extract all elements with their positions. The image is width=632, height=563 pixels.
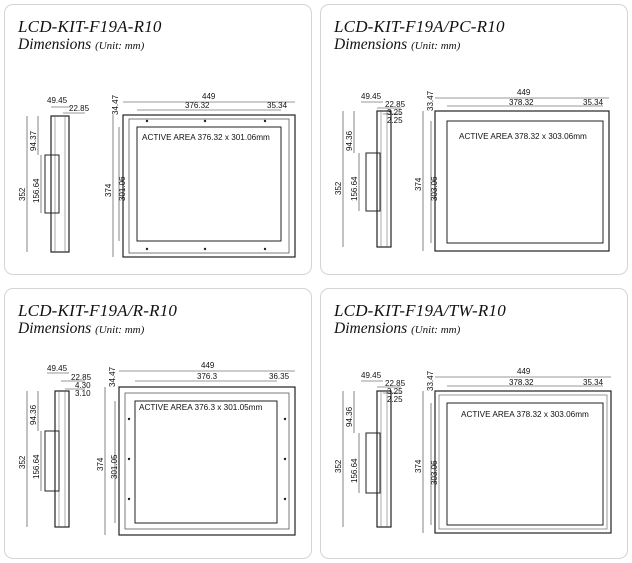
dim-upper: 94.36 xyxy=(29,404,38,425)
dim-active-width: 378.32 xyxy=(509,98,534,107)
dimensions-heading: Dimensions (Unit: mm) xyxy=(18,36,145,53)
dim-top-gap: 34.47 xyxy=(111,94,120,115)
dim-bracket: 156.64 xyxy=(350,176,359,201)
dim-total-height: 352 xyxy=(18,187,27,201)
dim-total-height: 352 xyxy=(18,455,27,469)
dim-top-gap: 33.47 xyxy=(426,370,435,391)
dim-upper: 94.37 xyxy=(29,130,38,151)
dim-active-width: 376.32 xyxy=(185,101,210,110)
dimension-drawing: 49.45 22.85 3.25 2.25 94.36 352 156.64 4… xyxy=(334,88,610,252)
dim-small-2: 3.10 xyxy=(75,389,91,398)
dim-upper: 94.36 xyxy=(345,130,354,151)
dim-small-1: 4.30 xyxy=(75,381,91,390)
model-title: LCD-KIT-F19A/R-R10 xyxy=(18,301,178,320)
dim-top-gap: 33.47 xyxy=(426,90,435,111)
dim-bracket: 156.64 xyxy=(350,458,359,483)
dimensions-heading: Dimensions (Unit: mm) xyxy=(334,36,461,53)
active-area-label: ACTIVE AREA 378.32 x 303.06mm xyxy=(461,410,589,419)
dim-total-height: 352 xyxy=(334,459,343,473)
dim-active-height: 303.06 xyxy=(430,176,439,201)
panel-lcd-kit-f19a-pc-r10: LCD-KIT-F19A/PC-R10 Dimensions (Unit: mm… xyxy=(320,4,628,275)
dim-front-width: 449 xyxy=(517,88,531,97)
dim-active-width: 376.3 xyxy=(197,372,218,381)
dim-offset-top: 22.85 xyxy=(71,373,92,382)
dim-front-height: 374 xyxy=(96,457,105,471)
dim-active-width: 378.32 xyxy=(509,378,534,387)
dim-small-2: 2.25 xyxy=(387,395,403,404)
dim-upper: 94.36 xyxy=(345,406,354,427)
dim-right-gap: 36.35 xyxy=(269,372,290,381)
dim-small-1: 3.25 xyxy=(387,387,403,396)
dim-front-width: 449 xyxy=(201,361,215,370)
dimension-drawing: 49.45 22.85 4.30 3.10 94.36 352 156.64 4… xyxy=(18,361,296,536)
front-view xyxy=(104,370,296,536)
dim-active-height: 301.05 xyxy=(110,454,119,479)
dim-width-top: 49.45 xyxy=(361,92,382,101)
dim-top-gap: 34.47 xyxy=(108,366,117,387)
front-view xyxy=(112,101,296,258)
dim-small-1: 3.25 xyxy=(387,108,403,117)
panel-lcd-kit-f19a-r-r10: LCD-KIT-F19A/R-R10 Dimensions (Unit: mm)… xyxy=(4,288,312,559)
dim-width-top: 49.45 xyxy=(47,364,68,373)
dimension-drawing: 49.45 22.85 94.37 352 156.64 449 376.32 … xyxy=(18,92,296,258)
side-view xyxy=(26,106,85,253)
active-area-label: ACTIVE AREA 376.32 x 301.06mm xyxy=(142,133,270,142)
dim-right-gap: 35.34 xyxy=(583,98,604,107)
dim-front-width: 449 xyxy=(202,92,216,101)
side-view xyxy=(26,372,85,528)
front-view xyxy=(422,376,612,534)
dim-front-width: 449 xyxy=(517,367,531,376)
front-view xyxy=(422,97,610,252)
dim-front-height: 374 xyxy=(414,459,423,473)
dimensions-heading: Dimensions (Unit: mm) xyxy=(18,320,145,337)
dim-offset-top: 22.85 xyxy=(385,379,406,388)
model-title: LCD-KIT-F19A/PC-R10 xyxy=(334,17,505,36)
dim-bracket: 156.64 xyxy=(32,178,41,203)
dim-width-top: 49.45 xyxy=(361,371,382,380)
dim-total-height: 352 xyxy=(334,181,343,195)
dim-right-gap: 35.34 xyxy=(583,378,604,387)
panel-lcd-kit-f19a-r10: LCD-KIT-F19A-R10 Dimensions (Unit: mm) 4… xyxy=(4,4,312,275)
dimensions-heading: Dimensions (Unit: mm) xyxy=(334,320,461,337)
side-view xyxy=(342,101,401,248)
dim-offset-top: 22.85 xyxy=(69,104,90,113)
dim-bracket: 156.64 xyxy=(32,454,41,479)
dim-front-height: 374 xyxy=(104,183,113,197)
active-area-label: ACTIVE AREA 378.32 x 303.06mm xyxy=(459,132,587,141)
dim-right-gap: 35.34 xyxy=(267,101,288,110)
active-area-label: ACTIVE AREA 376.3 x 301.05mm xyxy=(139,403,263,412)
dim-width-top: 49.45 xyxy=(47,96,68,105)
dim-offset-top: 22.85 xyxy=(385,100,406,109)
model-title: LCD-KIT-F19A/TW-R10 xyxy=(334,301,506,320)
dim-front-height: 374 xyxy=(414,177,423,191)
dimension-drawing: 49.45 22.85 3.25 2.25 94.36 352 156.64 4… xyxy=(334,367,612,534)
side-view xyxy=(342,380,401,528)
panel-lcd-kit-f19a-tw-r10: LCD-KIT-F19A/TW-R10 Dimensions (Unit: mm… xyxy=(320,288,628,559)
dim-active-height: 301.06 xyxy=(118,176,127,201)
dim-small-2: 2.25 xyxy=(387,116,403,125)
dim-active-height: 303.06 xyxy=(430,460,439,485)
model-title: LCD-KIT-F19A-R10 xyxy=(18,17,162,36)
